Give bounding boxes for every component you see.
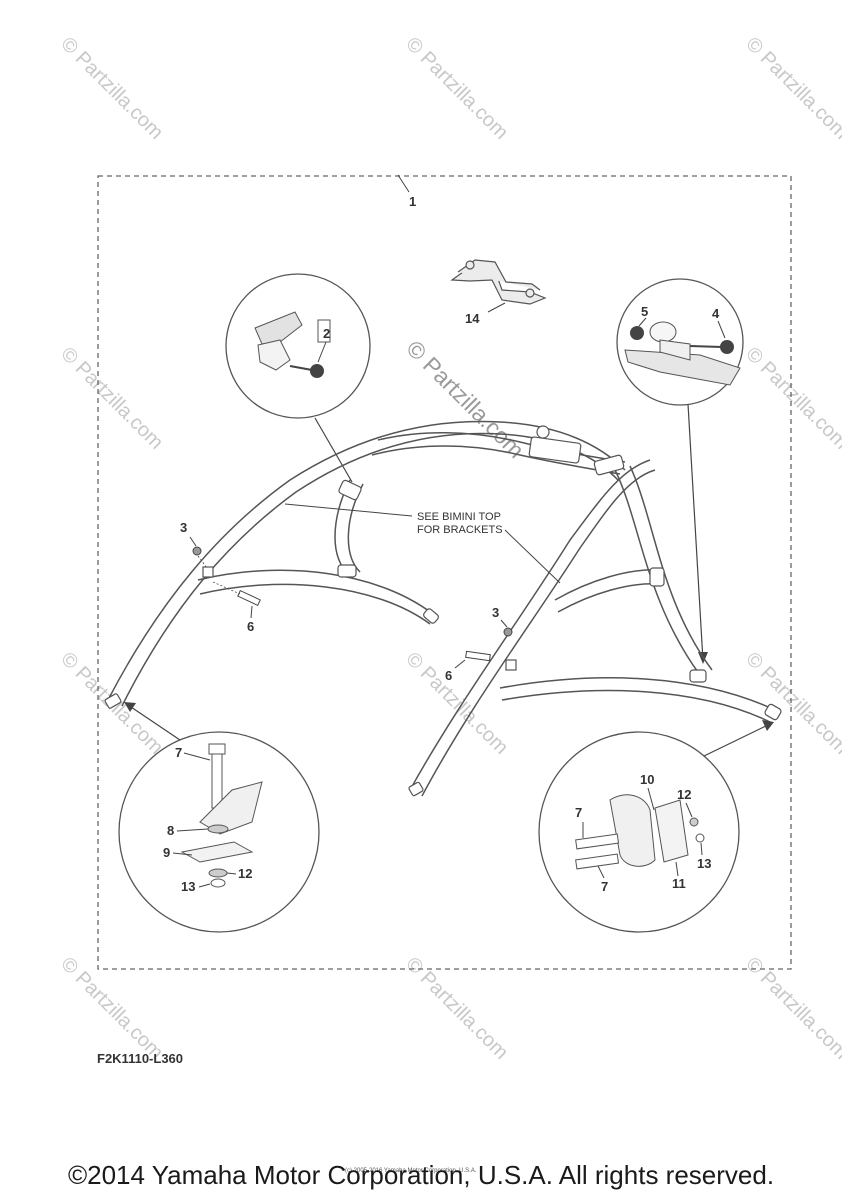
- watermark-text: © Partzilla.com: [401, 33, 512, 144]
- callout-9: 9: [163, 845, 170, 860]
- leader-line: [198, 883, 211, 888]
- footer-copyright: ©2014 Yamaha Motor Corporation, U.S.A. A…: [67, 1160, 775, 1190]
- leader-line: [127, 704, 181, 741]
- leader-line: [284, 503, 413, 517]
- callout-8: 8: [167, 823, 174, 838]
- leader-line: [685, 802, 693, 818]
- callout-3-left: 3: [180, 520, 187, 535]
- watermark-text: © Partzilla.com: [56, 343, 167, 454]
- watermark-text: © Partzilla.com: [741, 343, 842, 454]
- leader-line: [314, 417, 353, 483]
- leader-line: [687, 403, 704, 662]
- watermark-text: © Partzilla.com: [741, 648, 842, 759]
- leader-line: [183, 752, 211, 761]
- small-copyright: (c) 2005-2016 Yamaha Motor Corporation, …: [345, 1168, 477, 1174]
- leader-line: [176, 828, 209, 832]
- note-line-2: FOR BRACKETS: [417, 524, 503, 536]
- leader-line: [212, 581, 241, 595]
- leader-line: [700, 842, 703, 856]
- leader-line: [647, 787, 655, 811]
- leader-line: [226, 872, 237, 875]
- leader-line: [250, 605, 253, 619]
- callout-14: 14: [465, 311, 480, 326]
- callout-4: 4: [712, 306, 720, 321]
- callout-7-left: 7: [175, 745, 182, 760]
- callout-12-left: 12: [238, 866, 252, 881]
- callout-11: 11: [672, 876, 686, 891]
- nut-3-left: [192, 546, 202, 556]
- tower-frame: [107, 420, 776, 797]
- callout-2: 2: [323, 326, 330, 341]
- tube-fittings: [104, 425, 782, 797]
- leader-line: [675, 861, 679, 877]
- callout-10: 10: [640, 772, 654, 787]
- leader-line: [454, 659, 466, 669]
- arrow-head: [762, 720, 774, 731]
- note-line-1: SEE BIMINI TOP: [417, 511, 501, 523]
- detail-circle-clamp: [225, 273, 371, 419]
- callout-7-right-bottom: 7: [601, 879, 608, 894]
- leader-line: [397, 174, 410, 193]
- leader-line: [189, 536, 197, 547]
- callout-7-right-top: 7: [575, 805, 582, 820]
- bolt-6-right: [465, 650, 491, 662]
- leader-line: [172, 852, 193, 856]
- detail-circle-rear-mount: [538, 731, 740, 933]
- leader-line: [597, 865, 605, 879]
- callout-5: 5: [641, 304, 648, 319]
- watermark-text: © Partzilla.com: [741, 953, 842, 1064]
- watermark-text: © Partzilla.com: [741, 33, 842, 144]
- arrow-head: [124, 702, 136, 712]
- callout-13-right: 13: [697, 856, 711, 871]
- callout-13-left: 13: [181, 879, 195, 894]
- leader-line: [487, 302, 506, 313]
- leader-line: [703, 723, 771, 757]
- bracket-14: [450, 259, 547, 305]
- leader-line: [197, 555, 208, 569]
- callout-6-left: 6: [247, 619, 254, 634]
- callout-12-right: 12: [677, 787, 691, 802]
- watermark-text: © Partzilla.com: [56, 33, 167, 144]
- leader-line: [504, 529, 561, 584]
- callout-1: 1: [409, 194, 416, 209]
- watermark-text: © Partzilla.com: [401, 648, 512, 759]
- leader-line: [638, 317, 647, 327]
- leader-line: [717, 320, 726, 339]
- leader-line: [500, 619, 508, 628]
- leader-line: [317, 341, 327, 363]
- detail-circle-base-mount: [118, 731, 320, 933]
- callout-6-right: 6: [445, 668, 452, 683]
- detail-circle-knob: [616, 278, 744, 406]
- watermark-center: © Partzilla.com: [401, 335, 529, 463]
- callout-3-right: 3: [492, 605, 499, 620]
- nut-3-right: [503, 627, 513, 637]
- assembly-border: [97, 175, 792, 970]
- figure-code: F2K1110-L360: [97, 1051, 183, 1066]
- bolt-6-left: [237, 589, 261, 607]
